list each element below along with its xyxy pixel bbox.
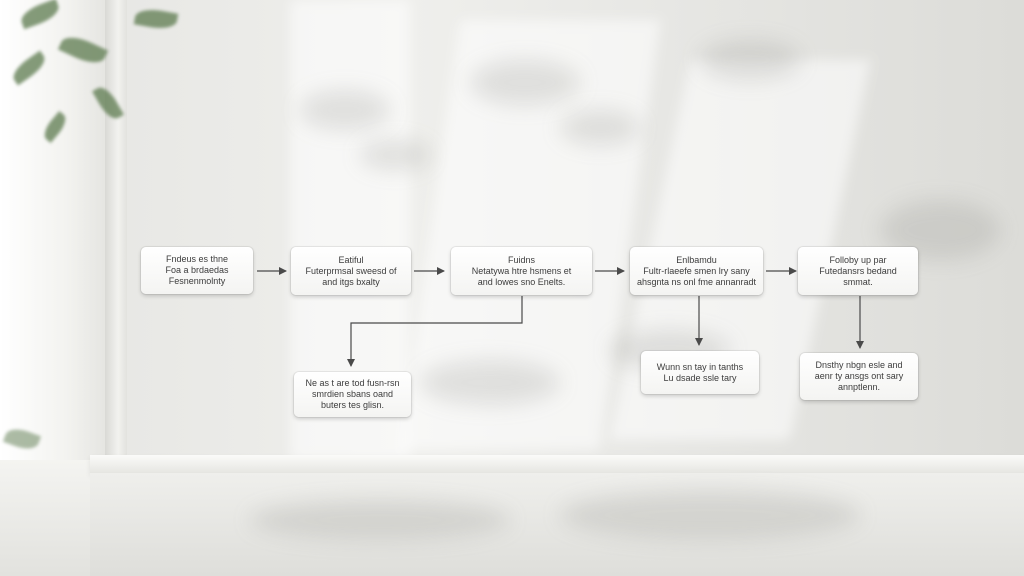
floor: [0, 460, 92, 576]
flow-node-4: Enlbamdu Fultr-rlaeefe smen lry sany ahs…: [630, 247, 763, 295]
leaf-shadow: [470, 60, 580, 105]
flow-node-8: Dnsthy nbgn esle and aenr ty ansgs ont s…: [800, 353, 918, 400]
node-text: Wunn sn tay in tanths: [656, 361, 744, 372]
leaf-shadow: [420, 360, 560, 405]
node-text: smrdien sbans oand: [311, 389, 394, 399]
leaf-shadow: [560, 110, 640, 145]
node-text: buters tes glisn.: [320, 400, 385, 410]
node-text: Foa a brdaedas: [165, 265, 229, 275]
node-text: Fuidns: [507, 254, 535, 265]
flow-node-7: Wunn sn tay in tanths Lu dsade ssle tary: [641, 351, 759, 394]
shelf-shadow: [560, 490, 860, 540]
flow-node-1: Fndeus es thne Foa a brdaedas Fesnenmoln…: [141, 247, 253, 294]
node-text: Fndeus es thne: [165, 254, 229, 264]
node-text: and lowes sno Enelts.: [477, 276, 566, 287]
flow-node-6: Ne as t are tod fusn-rsn smrdien sbans o…: [294, 372, 411, 417]
leaf-shadow: [300, 90, 390, 130]
node-text: Fultr-rlaeefe smen lry sany: [643, 265, 750, 276]
node-text: Netatywa htre hsmens et: [471, 265, 572, 276]
node-text: Eatiful: [338, 254, 364, 265]
leaf-shadow: [360, 140, 430, 170]
node-text: Fesnenmolnty: [168, 276, 226, 286]
node-text: Folloby up par: [829, 254, 887, 265]
node-text: Ne as t are tod fusn-rsn: [305, 378, 400, 388]
shelf-front: [90, 473, 1024, 576]
node-text: ahsgnta ns onl fme annanradt: [636, 276, 757, 287]
flow-node-5: Folloby up par Futedansrs bedand smmat.: [798, 247, 918, 295]
node-text: Futerprmsal sweesd of: [305, 265, 397, 276]
arrow-n3-n6: [347, 296, 523, 367]
node-text: smmat.: [843, 276, 873, 287]
leaf-shadow: [700, 40, 800, 80]
node-text: Futedansrs bedand: [819, 265, 897, 276]
node-text: Lu dsade ssle tary: [663, 372, 737, 383]
node-text: annptlenn.: [837, 382, 881, 392]
node-text: Enlbamdu: [676, 254, 717, 265]
node-text: Dnsthy nbgn esle and: [815, 360, 903, 370]
flow-node-3: Fuidns Netatywa htre hsmens et and lowes…: [451, 247, 592, 295]
shelf-shadow: [250, 500, 510, 540]
node-text: and itgs bxalty: [322, 276, 380, 287]
shelf-top: [90, 455, 1024, 473]
flow-node-2: Eatiful Futerprmsal sweesd of and itgs b…: [291, 247, 411, 295]
node-text: aenr ty ansgs ont sary: [814, 371, 904, 381]
